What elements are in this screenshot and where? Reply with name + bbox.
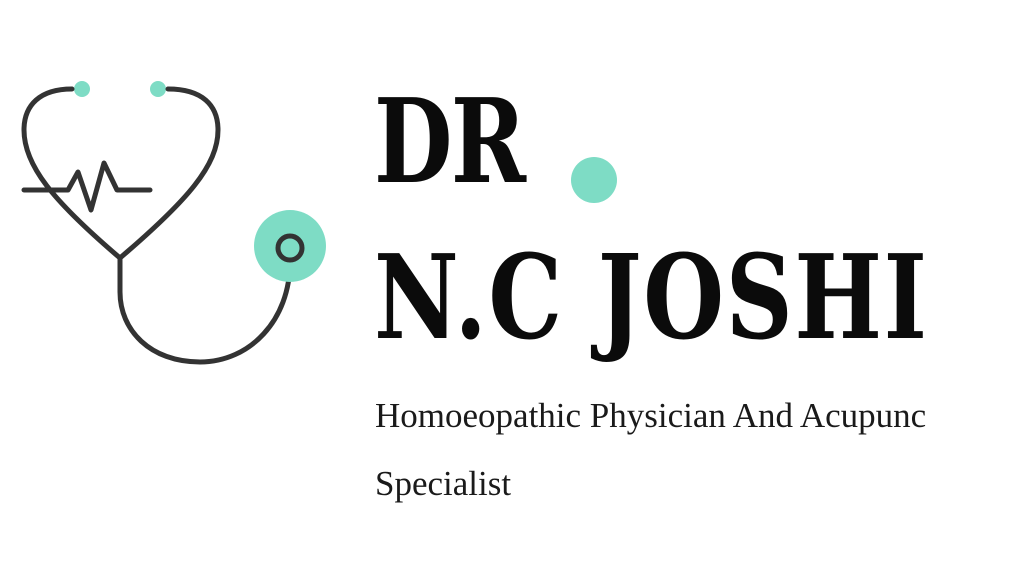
heart-tubing bbox=[21, 86, 221, 261]
chest-piece-ring bbox=[275, 233, 305, 263]
earpiece-right bbox=[150, 81, 166, 97]
tagline-line-2: Specialist bbox=[375, 464, 512, 503]
accent-dot bbox=[571, 157, 617, 203]
tagline-line-1: Homoeopathic Physician And Acupunc bbox=[375, 396, 927, 435]
heartbeat-line bbox=[21, 160, 153, 213]
chest-piece-glow bbox=[254, 210, 326, 282]
doctor-title: DR bbox=[374, 74, 526, 210]
earpiece-left bbox=[74, 81, 90, 97]
doctor-name: N.C JOSHI bbox=[374, 230, 929, 366]
stethoscope-heartbeat-icon bbox=[21, 81, 326, 365]
stethoscope-tube bbox=[117, 255, 293, 365]
